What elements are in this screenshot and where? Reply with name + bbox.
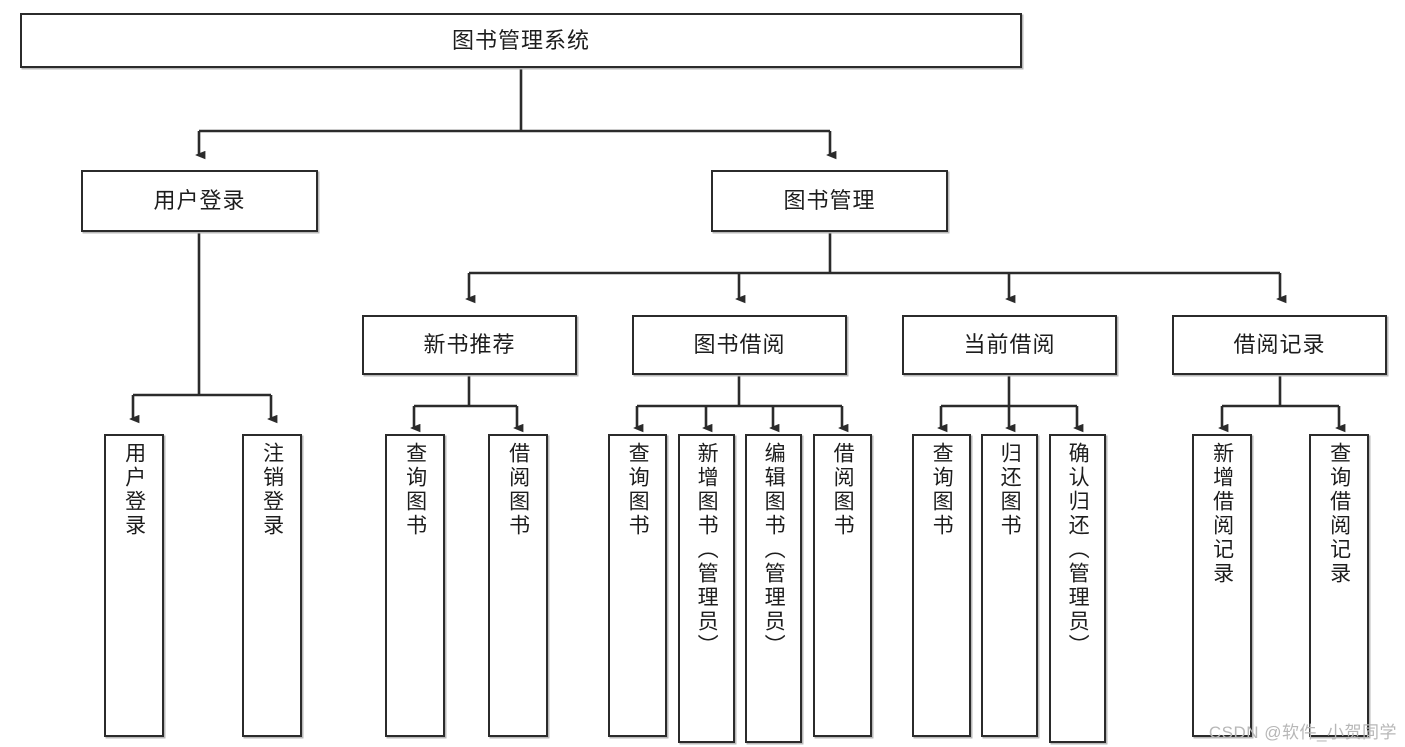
node-borrow-records[interactable]: 借阅记录 bbox=[1172, 315, 1387, 375]
leaf-borrow-add-book-admin[interactable]: 新增图书（管理员） bbox=[678, 434, 735, 743]
leaf-current-confirm-return-admin[interactable]: 确认归还（管理员） bbox=[1049, 434, 1106, 743]
leaf-newbooks-borrow-book[interactable]: 借阅图书 bbox=[488, 434, 548, 737]
leaf-records-query-record[interactable]: 查询借阅记录 bbox=[1309, 434, 1369, 737]
node-label: 图书管理系统 bbox=[451, 27, 590, 53]
node-label: 新增图书（管理员） bbox=[695, 442, 719, 658]
leaf-logout[interactable]: 注销登录 bbox=[242, 434, 302, 737]
node-label: 用户登录 bbox=[153, 188, 246, 214]
node-label: 借阅图书 bbox=[506, 442, 530, 538]
leaf-borrow-edit-book-admin[interactable]: 编辑图书（管理员） bbox=[745, 434, 802, 743]
node-book-management[interactable]: 图书管理 bbox=[711, 170, 948, 232]
node-label: 编辑图书（管理员） bbox=[762, 442, 786, 658]
node-label: 当前借阅 bbox=[963, 332, 1056, 358]
node-label: 新书推荐 bbox=[423, 332, 516, 358]
node-label: 借阅图书 bbox=[831, 442, 855, 538]
node-label: 注销登录 bbox=[260, 442, 284, 538]
node-label: 图书借阅 bbox=[693, 332, 786, 358]
leaf-current-query-book[interactable]: 查询图书 bbox=[912, 434, 971, 737]
node-label: 查询借阅记录 bbox=[1327, 442, 1351, 586]
node-label: 查询图书 bbox=[626, 442, 650, 538]
node-label: 借阅记录 bbox=[1233, 332, 1326, 358]
node-label: 归还图书 bbox=[998, 442, 1022, 538]
node-label: 新增借阅记录 bbox=[1210, 442, 1234, 586]
node-current-borrow[interactable]: 当前借阅 bbox=[902, 315, 1117, 375]
leaf-borrow-borrow-book[interactable]: 借阅图书 bbox=[813, 434, 872, 737]
leaf-borrow-query-book[interactable]: 查询图书 bbox=[608, 434, 667, 737]
leaf-user-login[interactable]: 用户登录 bbox=[104, 434, 164, 737]
node-book-borrow[interactable]: 图书借阅 bbox=[632, 315, 847, 375]
leaf-current-return-book[interactable]: 归还图书 bbox=[981, 434, 1038, 737]
leaf-records-add-record[interactable]: 新增借阅记录 bbox=[1192, 434, 1252, 737]
node-root-book-management-system[interactable]: 图书管理系统 bbox=[20, 13, 1022, 68]
node-label: 用户登录 bbox=[122, 442, 146, 538]
node-user-login[interactable]: 用户登录 bbox=[81, 170, 318, 232]
node-label: 查询图书 bbox=[930, 442, 954, 538]
node-new-book-recommend[interactable]: 新书推荐 bbox=[362, 315, 577, 375]
node-label: 确认归还（管理员） bbox=[1066, 442, 1090, 658]
node-label: 查询图书 bbox=[403, 442, 427, 538]
node-label: 图书管理 bbox=[783, 188, 876, 214]
leaf-newbooks-query-book[interactable]: 查询图书 bbox=[385, 434, 445, 737]
csdn-watermark: CSDN @软件_小贺同学 bbox=[1208, 723, 1397, 742]
